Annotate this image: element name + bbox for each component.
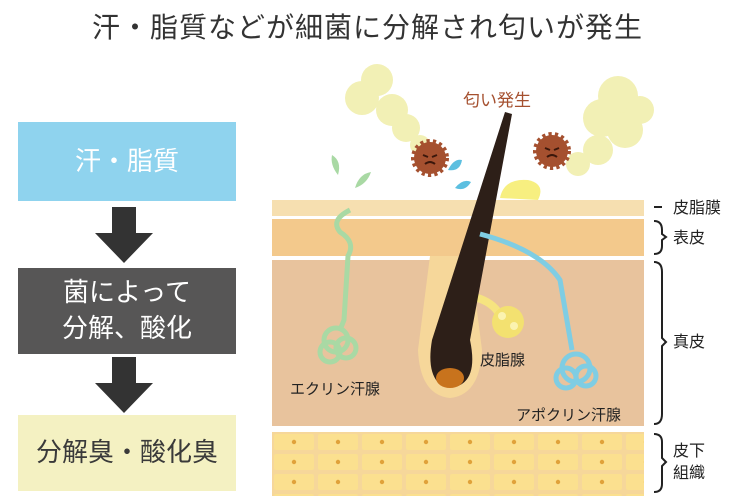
odor-label: 匂い発生 <box>463 91 531 111</box>
page-title: 汗・脂質などが細菌に分解され匂いが発生 <box>91 11 643 44</box>
eccrine-gland <box>317 207 359 365</box>
sebum-film-layer <box>272 200 644 216</box>
subcutaneous-layer <box>272 432 644 496</box>
subcutaneous-label-line: 皮下 <box>673 441 706 460</box>
bacteria-icon <box>533 132 571 170</box>
flow-step-label: 分解、酸化 <box>61 314 192 344</box>
flow-step-odor: 分解臭・酸化臭 <box>18 415 236 491</box>
odor-cloud-left <box>345 64 430 155</box>
flow-step-bacteria: 菌によって 分解、酸化 <box>18 268 236 354</box>
sebum-drop-icon <box>500 179 541 200</box>
down-arrow-icon <box>95 357 153 413</box>
bacteria-icon <box>411 139 449 177</box>
eccrine-gland-label: エクリン汗腺 <box>290 380 381 398</box>
odor-cloud-right <box>566 76 654 176</box>
sweat-drops-icon <box>448 159 471 190</box>
down-arrow-icon <box>95 207 153 263</box>
dermis-label: 真皮 <box>673 332 706 351</box>
flow-step-label: 分解臭・酸化臭 <box>35 438 218 468</box>
epidermis-label: 表皮 <box>673 228 706 247</box>
apocrine-gland <box>479 231 599 391</box>
subcutaneous-label-line: 組織 <box>673 463 706 482</box>
subcutaneous-label: 皮下 組織 <box>673 440 705 484</box>
sebum-film-label: 皮脂膜 <box>673 198 722 217</box>
layer-brackets <box>653 206 668 493</box>
epidermis-layer <box>272 219 644 256</box>
hair-shaft <box>430 112 512 386</box>
sebaceous-gland-label: 皮脂腺 <box>480 351 526 369</box>
apocrine-gland-label: アポクリン汗腺 <box>516 406 622 424</box>
flow-step-sweat-sebum: 汗・脂質 <box>18 122 236 201</box>
flow-step-label: 菌によって <box>63 278 191 308</box>
flow-step-label: 汗・脂質 <box>74 146 179 177</box>
sweat-drops-icon <box>331 155 371 188</box>
